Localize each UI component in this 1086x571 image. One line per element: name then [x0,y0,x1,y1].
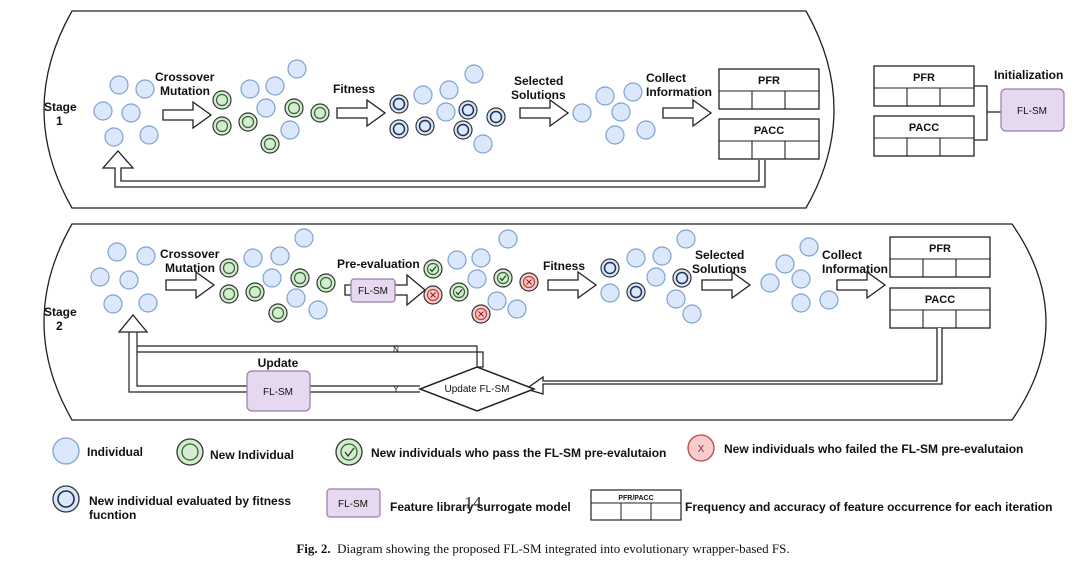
stage1-feedback-loop [101,150,766,188]
legend-flsm-box-label: FL-SM [338,499,368,510]
legend-pass-label: New individuals who pass the FL-SM pre-e… [371,446,666,460]
update-flsm-label: FL-SM [263,387,293,398]
stage1-information-label: Information [646,85,712,99]
legend-individual-symbol [52,437,80,465]
legend-new-individual-label: New Individual [210,448,294,462]
stage2-pfr-table: PFR [889,236,991,278]
legend-pfr-pacc-label: PFR/PACC [618,495,653,502]
stage2-pfr-label: PFR [929,243,951,255]
stage2-collect-label: Collect [822,248,862,262]
stage1-mutation-label: Mutation [160,84,210,98]
stage2-pacc-table: PACC [889,287,991,329]
legend-surrogate-label: Feature library surrogate model [390,500,571,514]
population-return-arrowhead [117,313,149,333]
legend-flsm-box [326,488,381,518]
stage1-crossover-label: Crossover [155,70,215,84]
yes-label: Y [393,385,399,394]
figure-caption-text: Diagram showing the proposed FL-SM integ… [337,541,790,556]
legend-evaluated-symbol [52,485,80,513]
figure-caption-prefix: Fig. 2. [296,541,331,556]
stage2-preeval-flsm-label: FL-SM [358,286,388,297]
no-path [137,345,484,368]
stage2-number: 2 [56,319,63,333]
legend-frequency-label: Frequency and accuracy of feature occurr… [685,500,1052,514]
legend: Individual New Individual New individual… [52,434,1052,522]
stage1-pacc-table: PACC [718,118,820,160]
no-label: N [393,345,399,354]
stage1-pfr-label: PFR [758,75,780,87]
stage2-mutation-label: Mutation [165,261,215,275]
stage1-fitness-label: Fitness [333,82,375,96]
legend-evaluated-label-line1: New individual evaluated by fitness [89,494,291,508]
stage1-solutions-label: Solutions [511,88,566,102]
stage2-solutions-label: Solutions [692,262,747,276]
init-pacc-label: PACC [909,122,939,134]
init-flsm-box [1000,88,1065,132]
legend-pass-symbol [335,438,363,466]
legend-fail-symbol: X [687,434,715,462]
stage1-selected-label: Selected [514,74,563,88]
stage2-crossover-label: Crossover [160,247,220,261]
stage1-label: Stage [44,100,77,114]
figure-caption: Fig. 2. Diagram showing the proposed FL-… [0,541,1086,557]
update-flsm-box [246,370,311,412]
stage2-fitness-label: Fitness [543,259,585,273]
stage2-preeval-label: Pre-evaluation [337,257,420,271]
legend-evaluated-label-line2: fucntion [89,508,136,522]
update-decision-label: Update FL-SM [444,384,509,395]
stage1-collect-label: Collect [646,71,686,85]
legend-new-individual-symbol [176,438,204,466]
init-pacc-table: PACC [873,115,975,157]
stage2-pacc-label: PACC [925,294,955,306]
update-decision-diamond [417,366,537,412]
legend-fail-label: New individuals who failed the FL-SM pre… [724,442,1023,456]
init-flsm-label: FL-SM [1017,106,1047,117]
page-number: 14 [465,493,483,512]
legend-fail-symbol-label: X [698,444,705,455]
stage2-selected-label: Selected [695,248,744,262]
stage1-pacc-label: PACC [754,125,784,137]
stage2-information-label: Information [822,262,888,276]
stage1-number: 1 [56,114,63,128]
init-pfr-table: PFR [873,65,975,107]
stage2-label: Stage [44,305,77,319]
update-title: Update [258,356,299,370]
stage2-preeval-flsm-box [350,278,396,303]
legend-individual-label: Individual [87,445,143,459]
legend-pfr-pacc-table: PFR/PACC [590,489,682,521]
stage1-pfr-table: PFR [718,68,820,110]
init-bracket [974,85,1001,141]
init-title: Initialization [994,68,1063,82]
init-pfr-label: PFR [913,72,935,84]
yes-path [128,331,420,393]
